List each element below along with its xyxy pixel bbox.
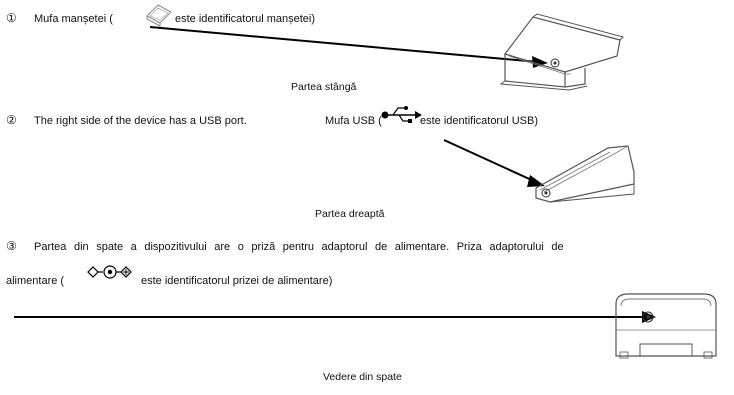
item-3-text-after: este identificatorul prizei de alimentar…: [141, 275, 333, 287]
item-2-text-after: este identificatorul USB): [420, 115, 538, 127]
dc-power-polarity-icon: [87, 265, 132, 279]
usb-icon: [381, 106, 422, 123]
item-1-caption: Partea stângă: [291, 81, 357, 93]
item-3-caption: Vedere din spate: [323, 371, 402, 383]
item-1-number: ①: [6, 11, 17, 25]
item-1-text-after: este identificatorul manșetei): [175, 13, 316, 25]
item-2-number: ②: [6, 113, 17, 127]
device-right-side-image: [535, 145, 635, 203]
item-2-caption: Partea dreaptă: [315, 208, 385, 220]
device-back-view-image: [615, 293, 717, 359]
item-3-text-line1: Partea din spate a dispozitivului are o …: [34, 241, 564, 253]
item-1-text-before: Mufa manșetei (: [34, 13, 113, 25]
device-left-side-image: [499, 13, 624, 91]
cuff-connector-icon: [146, 4, 172, 27]
item-3-text-before: alimentare (: [6, 275, 65, 287]
item-2-text-before: Mufa USB (: [325, 115, 382, 127]
item-3-number: ③: [6, 239, 17, 253]
item-2-intro: The right side of the device has a USB p…: [34, 115, 247, 127]
